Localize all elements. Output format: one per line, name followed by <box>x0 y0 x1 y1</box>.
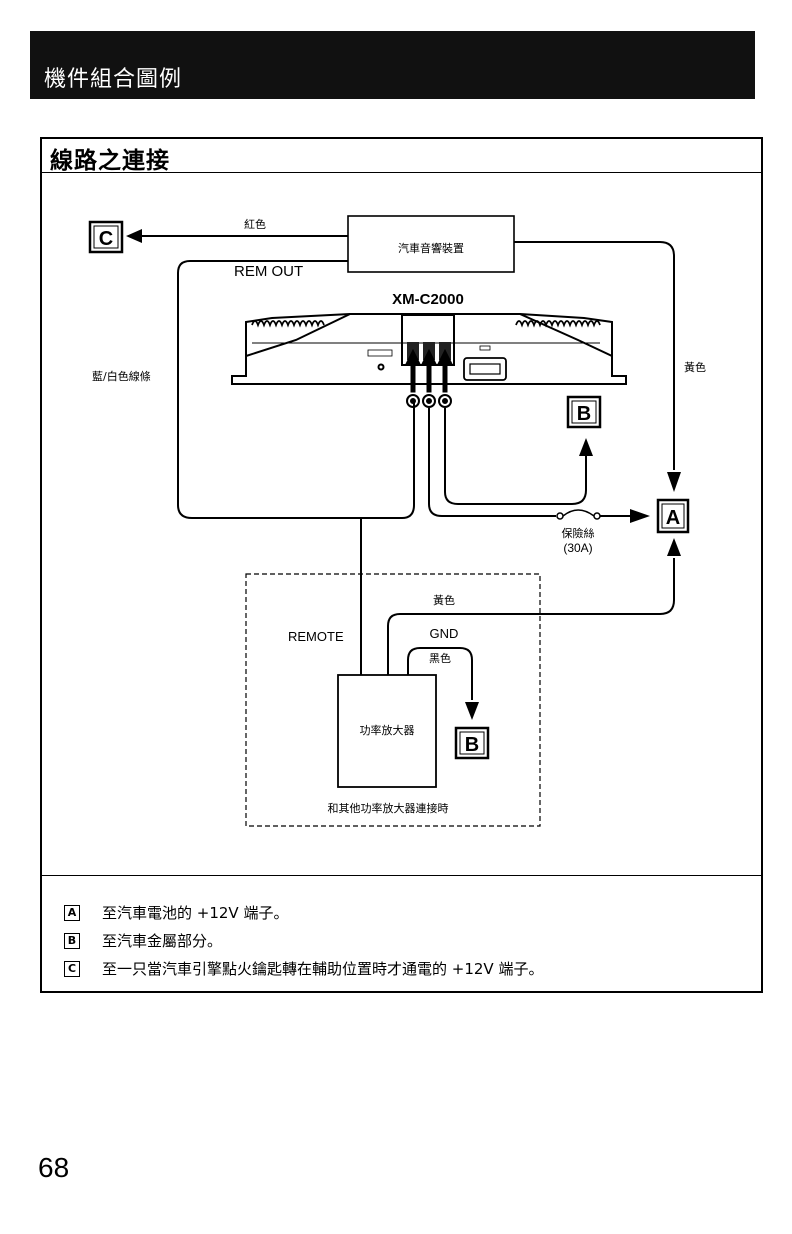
power-amp-box: 功率放大器 <box>338 675 436 787</box>
note-key-c: C <box>64 961 80 977</box>
note-b: B 至汽車金屬部分。 <box>64 930 222 951</box>
a-up-arrow <box>667 538 681 556</box>
fuse-rating: (30A) <box>563 541 592 555</box>
b-up-arrow <box>579 438 593 456</box>
yellow-wire-top <box>514 242 674 470</box>
terminal-b-bottom: B <box>456 728 488 758</box>
terminal-a-right: A <box>658 500 688 532</box>
svg-text:A: A <box>666 507 680 529</box>
svg-text:汽車音響裝置: 汽車音響裝置 <box>398 241 464 255</box>
note-a: A 至汽車電池的 +12V 端子。 <box>64 902 288 923</box>
other-amp-caption: 和其他功率放大器連接時 <box>328 801 449 815</box>
note-text-c: 至一只當汽車引擎點火鑰匙轉在輔助位置時才通電的 +12V 端子。 <box>102 958 543 979</box>
svg-text:B: B <box>577 403 591 425</box>
rem-out-wire <box>178 261 414 518</box>
c-arrow-head <box>126 229 142 243</box>
note-c: C 至一只當汽車引擎點火鑰匙轉在輔助位置時才通電的 +12V 端子。 <box>64 958 543 979</box>
svg-text:功率放大器: 功率放大器 <box>360 723 415 737</box>
page-number: 68 <box>38 1152 69 1184</box>
yellow-arrow-down <box>667 472 681 492</box>
gnd-label: GND <box>430 626 459 641</box>
note-text-a: 至汽車電池的 +12V 端子。 <box>102 902 288 923</box>
yellow-label-lower: 黃色 <box>433 593 455 607</box>
note-key-b: B <box>64 933 80 949</box>
note-text-b: 至汽車金屬部分。 <box>102 930 222 951</box>
remote-label: REMOTE <box>288 629 344 644</box>
rem-out-label: REM OUT <box>234 263 303 280</box>
note-key-a: A <box>64 905 80 921</box>
model-label: XM-C2000 <box>392 291 464 308</box>
terminal-arrows-up <box>406 350 452 392</box>
head-unit-box: 汽車音響裝置 <box>348 216 514 272</box>
b-down-arrow <box>465 702 479 720</box>
red-wire-label: 紅色 <box>244 217 266 231</box>
fuse-label: 保險絲 <box>562 526 595 540</box>
fuse-arrow-right <box>630 509 650 523</box>
black-label: 黑色 <box>429 651 451 665</box>
terminal-b-top: B <box>568 397 600 427</box>
blue-white-label: 藍/白色線條 <box>92 369 151 383</box>
terminal-c: C <box>90 222 122 252</box>
fuse-icon <box>557 510 600 519</box>
svg-text:C: C <box>99 228 113 250</box>
svg-text:B: B <box>465 734 479 756</box>
yellow-label-right: 黃色 <box>684 360 706 374</box>
ground-wire <box>445 408 586 504</box>
